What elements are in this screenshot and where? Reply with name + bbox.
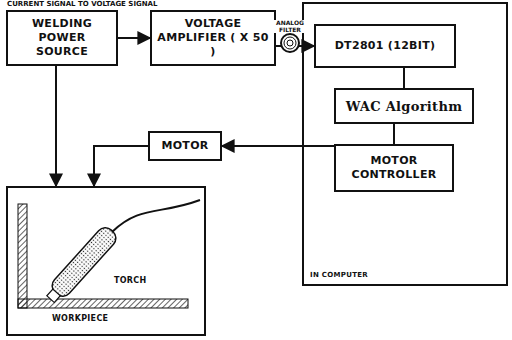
connector [222,145,334,147]
node-text: IN COMPUTER [310,271,368,280]
connector [118,37,150,39]
filter-label: ANALOG FILTER [272,20,308,33]
node-text: DT2801 (12BIT) [331,39,440,53]
connector [94,146,148,186]
connector [55,66,57,186]
connector [393,124,395,144]
node-text: MOTOR CONTROLLER [336,154,452,182]
workpiece-plates [18,204,188,308]
controller-box: MOTOR CONTROLLER [334,144,454,192]
node-text: WAC Algorithm [342,99,466,114]
signal-note: CURRENT SIGNAL TO VOLTAGE SIGNAL [6,1,158,9]
node-text: VOLTAGE AMPLIFIER ( X 50 ) [152,17,274,58]
connector [403,68,405,88]
node-text: TORCH [114,276,146,286]
node-text: WORKPIECE [52,314,108,324]
motor-box: MOTOR [148,131,222,161]
adc-box: DT2801 (12BIT) [314,24,456,68]
workpiece-illustration: TORCH WORKPIECE [6,186,206,336]
computer-frame: IN COMPUTER DT2801 (12BIT) WAC AlgorithmMO… [302,2,508,286]
node-text: WELDING POWER SOURCE [8,17,116,58]
torch [43,200,200,306]
power-source-box: WELDING POWER SOURCE [6,10,118,66]
node-text: MOTOR [157,139,212,153]
filter-symbol [281,34,299,52]
amplifier-box: VOLTAGE AMPLIFIER ( X 50 ) [150,10,276,66]
algorithm-box: WAC Algorithm [334,88,474,124]
